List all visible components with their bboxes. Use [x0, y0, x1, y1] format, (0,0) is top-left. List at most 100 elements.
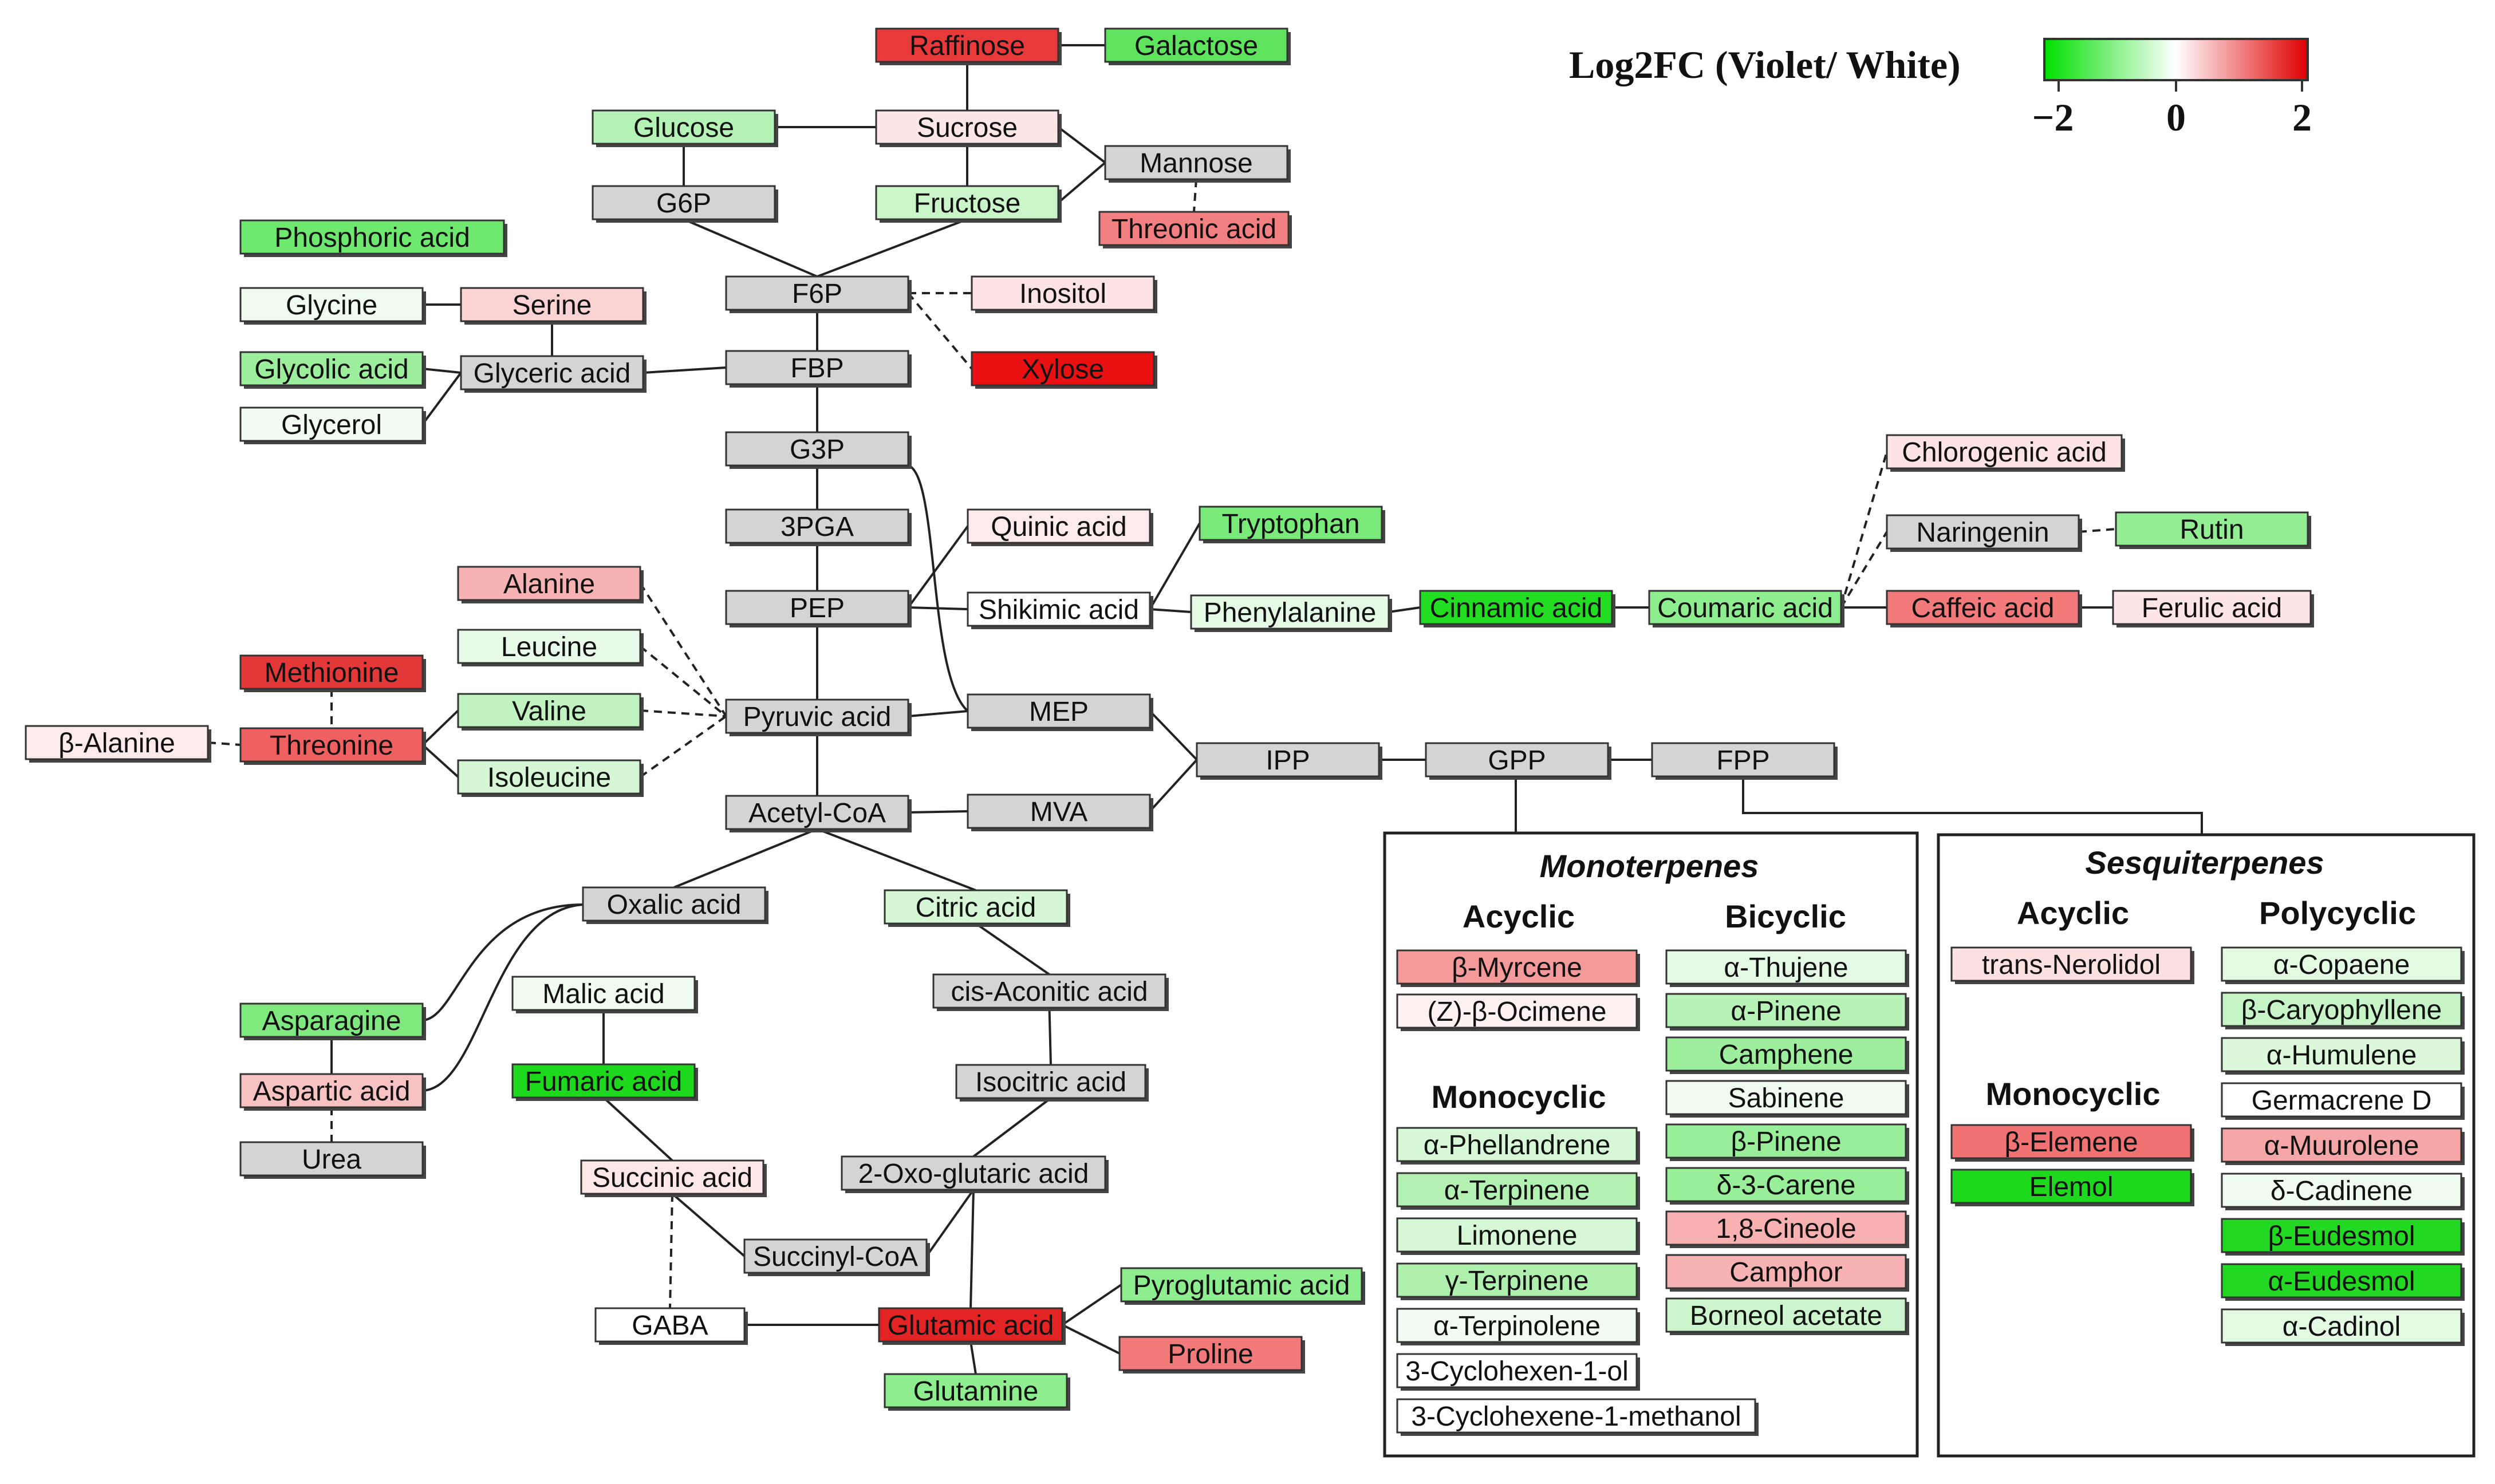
- node-aspartic-box: [239, 1073, 424, 1108]
- node-sucrose-label: Sucrose: [917, 113, 1018, 143]
- sesq-monocyclic-0: β-Elemene: [1950, 1124, 2194, 1162]
- node-glutamic-box: [878, 1307, 1063, 1343]
- mono-monocyclic-6: 3-Cyclohexene-1-methanol: [1396, 1398, 1759, 1436]
- mono-monocyclic-5-label: 3-Cyclohexen-1-ol: [1405, 1356, 1629, 1387]
- sesq-polycyclic-4: α-Muurolene: [2221, 1127, 2465, 1165]
- node-mep-box: [967, 693, 1151, 729]
- node-valine: Valine: [457, 693, 644, 731]
- mono-monocyclic-1: α-Terpinene: [1396, 1172, 1640, 1210]
- node-glycine-box: [239, 287, 424, 322]
- edge-mep-ipp: [1149, 710, 1198, 761]
- node-proline: Proline: [1118, 1336, 1305, 1374]
- edge-fpp-sesquiterpenes: [1742, 776, 2203, 835]
- sesq-monocyclic-1-box: [1950, 1169, 2192, 1204]
- mono-bicyclic-0-box: [1665, 949, 1907, 985]
- node-shikimic-label: Shikimic acid: [979, 595, 1139, 625]
- node-cinnamic-box: [1419, 590, 1613, 625]
- sesq-polycyclic-3-label: Germacrene D: [2252, 1086, 2432, 1116]
- node-fpp: FPP: [1651, 742, 1838, 780]
- node-valine-label: Valine: [512, 696, 586, 727]
- legend-gradient-bar: [2043, 38, 2309, 81]
- node-threonic-box: [1098, 211, 1290, 246]
- mono-bicyclic-8-box: [1665, 1297, 1907, 1333]
- node-fbp-label: FBP: [790, 353, 844, 384]
- node-cinnamic: Cinnamic acid: [1419, 590, 1615, 627]
- mono-monocyclic-4: α-Terpinolene: [1396, 1308, 1640, 1345]
- node-phenylalanine: Phenylalanine: [1190, 594, 1392, 632]
- node-gpp: GPP: [1425, 742, 1611, 780]
- mono-monocyclic-0: α-Phellandrene: [1396, 1127, 1640, 1165]
- edge-isoleucine-pyruvic: [639, 715, 727, 778]
- mono-bicyclic-8: Borneol acetate: [1665, 1297, 1909, 1335]
- node-phosphoric-label: Phosphoric acid: [274, 223, 470, 253]
- legend-title: Log2FC (Violet/ White): [1569, 43, 1961, 86]
- node-acetylcoa-label: Acetyl-CoA: [748, 798, 886, 828]
- node-urea: Urea: [239, 1141, 426, 1179]
- node-glycolic: Glycolic acid: [239, 351, 426, 389]
- node-methionine: Methionine: [239, 654, 426, 692]
- node-xylose-box: [971, 351, 1155, 386]
- node-succinylcoa-label: Succinyl-CoA: [753, 1242, 918, 1272]
- node-oxoglutaric-label: 2-Oxo-glutaric acid: [858, 1159, 1089, 1189]
- mono-monocyclic-1-box: [1396, 1172, 1638, 1207]
- node-balanine: β-Alanine: [25, 725, 211, 763]
- node-isocitric-box: [955, 1064, 1146, 1099]
- monoterpenes-frame: [1383, 831, 1919, 1458]
- node-pyroglutamic: Pyroglutamic acid: [1120, 1267, 1365, 1305]
- node-pyroglutamic-label: Pyroglutamic acid: [1133, 1270, 1350, 1301]
- sesq-monocyclic-0-label: β-Elemene: [2004, 1127, 2138, 1158]
- node-quinic-box: [967, 508, 1151, 544]
- node-acetylcoa: Acetyl-CoA: [725, 795, 912, 832]
- node-serine-box: [460, 287, 644, 322]
- sesq-polycyclic-7: α-Eudesmol: [2221, 1263, 2465, 1301]
- edge-glycerol-glyceric: [421, 372, 462, 425]
- node-gaba-label: GABA: [632, 1311, 708, 1341]
- mono-bicyclic-0: α-Thujene: [1665, 949, 1909, 987]
- mono-bicyclic-1-label: α-Pinene: [1731, 996, 1841, 1027]
- sesq-polycyclic-6: β-Eudesmol: [2221, 1218, 2465, 1256]
- sesq-acyclic-0-label: trans-Nerolidol: [1982, 950, 2161, 980]
- node-f6p: F6P: [725, 275, 912, 313]
- node-coumaric-label: Coumaric acid: [1657, 593, 1833, 623]
- node-isocitric: Isocitric acid: [955, 1064, 1149, 1102]
- node-g3p-label: G3P: [790, 435, 845, 465]
- mono-acyclic-title: Acyclic: [1463, 898, 1575, 934]
- mono-monocyclic-3-label: γ-Terpinene: [1445, 1266, 1589, 1296]
- edge-glutamic-glutamine: [969, 1341, 977, 1375]
- node-caffeic: Caffeic acid: [1886, 590, 2082, 627]
- node-leucine-label: Leucine: [501, 632, 597, 662]
- node-isoleucine: Isoleucine: [457, 759, 644, 797]
- edge-f6p-xylose: [907, 292, 973, 370]
- sesq-polycyclic-5: δ-Cadinene: [2221, 1173, 2465, 1210]
- mono-monocyclic-2-label: Limonene: [1457, 1221, 1578, 1251]
- node-glycine-label: Glycine: [286, 290, 377, 321]
- node-fumaric: Fumaric acid: [511, 1063, 698, 1101]
- mono-bicyclic-title: Bicyclic: [1725, 898, 1846, 934]
- mono-bicyclic-5-box: [1665, 1167, 1907, 1202]
- sesq-monocyclic-0-box: [1950, 1124, 2192, 1159]
- edge-acetylcoa-mva: [908, 810, 968, 814]
- mono-monocyclic-5: 3-Cyclohexen-1-ol: [1396, 1353, 1640, 1391]
- sesq-polycyclic-3-box: [2221, 1082, 2462, 1118]
- node-g6p: G6P: [592, 185, 778, 223]
- node-glutamic-label: Glutamic acid: [888, 1311, 1054, 1341]
- node-threonine-label: Threonine: [270, 731, 393, 761]
- node-mannose-box: [1104, 145, 1288, 180]
- node-aspartic: Aspartic acid: [239, 1073, 426, 1111]
- node-mannose-label: Mannose: [1140, 148, 1252, 179]
- node-methionine-box: [239, 654, 424, 690]
- edge-shikimic-phenylalanine: [1149, 608, 1192, 613]
- node-asparagine-box: [239, 1003, 424, 1038]
- sesq-polycyclic-4-box: [2221, 1127, 2462, 1163]
- node-acetylcoa-box: [725, 795, 909, 830]
- node-fumaric-label: Fumaric acid: [525, 1067, 683, 1097]
- node-g6p-box: [592, 185, 776, 220]
- node-mva-label: MVA: [1030, 797, 1087, 827]
- mono-monocyclic-1-label: α-Terpinene: [1444, 1175, 1590, 1206]
- node-pyruvic-label: Pyruvic acid: [743, 702, 892, 732]
- node-glyceric-label: Glyceric acid: [474, 358, 631, 389]
- node-rutin: Rutin: [2115, 511, 2311, 549]
- node-ferulic: Ferulic acid: [2112, 590, 2314, 627]
- mono-bicyclic-6-label: 1,8-Cineole: [1716, 1214, 1856, 1244]
- node-succinylcoa: Succinyl-CoA: [743, 1238, 930, 1276]
